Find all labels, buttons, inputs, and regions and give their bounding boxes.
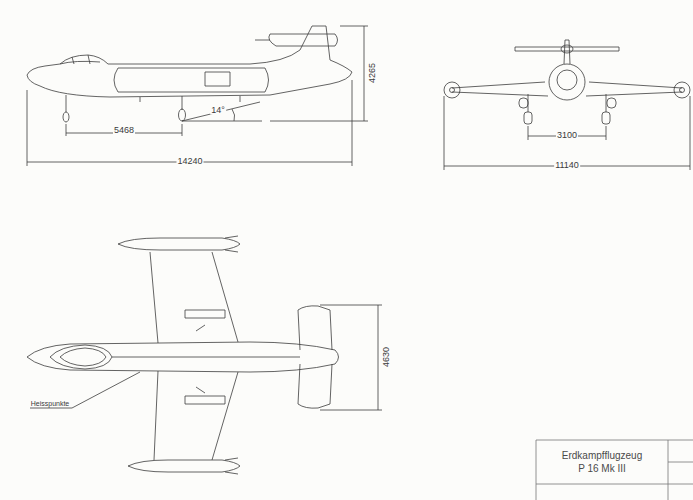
dimension-label: 4265 <box>368 62 377 84</box>
dimension-label: 3100 <box>556 131 578 140</box>
front-view <box>444 40 690 170</box>
dimension-label: 14240 <box>176 157 203 166</box>
top-view <box>27 236 382 474</box>
dimension-label: 5468 <box>113 126 135 135</box>
title-text: Erdkampfflugzeug P 16 Mk III <box>561 449 644 476</box>
dimension-label: 11140 <box>554 161 580 170</box>
dimension-label: 4630 <box>382 346 391 368</box>
annotation-label: Heisspunkte <box>30 400 71 407</box>
title-block-cell: Erdkampfflugzeug P 16 Mk III <box>537 449 667 476</box>
title-block <box>536 440 693 500</box>
dimension-label: 14° <box>210 106 226 115</box>
side-view <box>27 26 368 166</box>
